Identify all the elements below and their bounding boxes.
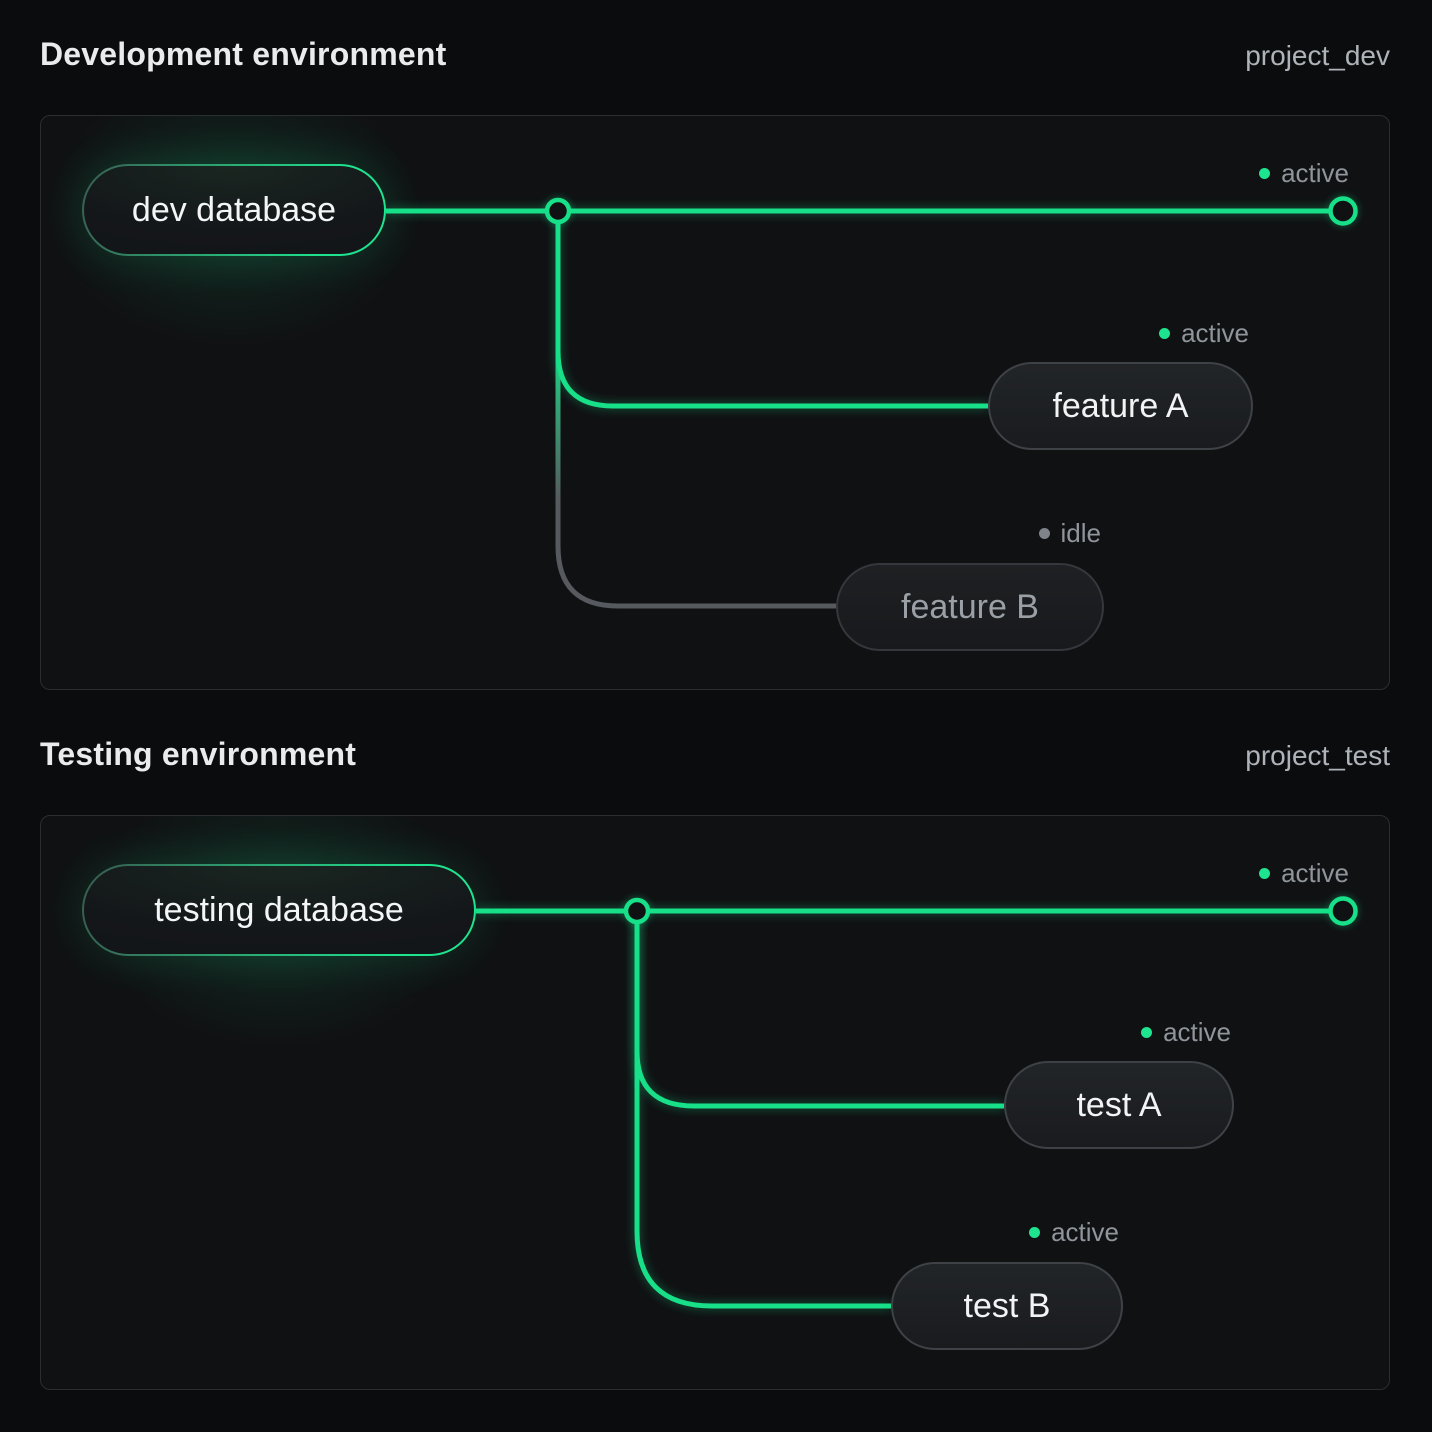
branch-line-test-b: [634, 911, 891, 1309]
status-dot-icon: [1159, 327, 1171, 339]
node-label: testing database: [84, 866, 474, 954]
page-title: Development environment: [40, 36, 447, 72]
node-test-b[interactable]: test B: [891, 1262, 1123, 1350]
node-label: test B: [963, 1286, 1051, 1325]
node-testing-database[interactable]: testing database: [82, 864, 476, 956]
status-dot-icon: [1259, 867, 1271, 879]
node-feature-b[interactable]: feature B: [836, 563, 1104, 651]
project-label: project_dev: [1245, 40, 1390, 71]
test-environment-header: Testing environment project_test: [40, 736, 1390, 782]
dev-branch-graph: [386, 196, 1358, 609]
page-title: Testing environment: [40, 736, 357, 772]
node-dev-database[interactable]: dev database: [82, 164, 386, 256]
branch-line-feature-b: [555, 211, 836, 609]
feature-b-status: idle: [1038, 517, 1101, 549]
status-dot-icon: [1141, 1026, 1153, 1038]
branch-endpoint-icon: [1328, 196, 1358, 226]
node-label: test A: [1076, 1085, 1162, 1124]
feature-a-status: active: [1159, 317, 1249, 349]
dev-environment-header: Development environment project_dev: [40, 36, 1390, 82]
test-environment-panel: testing database test A test B active ac…: [40, 815, 1390, 1390]
node-label: dev database: [84, 166, 384, 254]
node-feature-a[interactable]: feature A: [988, 362, 1253, 450]
branch-point-icon: [544, 197, 572, 225]
main-branch-status: active: [1259, 157, 1349, 189]
branch-endpoint-icon: [1328, 896, 1358, 926]
node-test-a[interactable]: test A: [1004, 1061, 1234, 1149]
node-label: feature B: [901, 587, 1039, 626]
dev-environment-panel: dev database feature A feature B active …: [40, 115, 1390, 690]
branch-point-icon: [623, 897, 651, 925]
main-branch-status: active: [1259, 857, 1349, 889]
test-b-status: active: [1029, 1216, 1119, 1248]
test-a-status: active: [1141, 1016, 1231, 1048]
branch-line-feature-a: [555, 211, 988, 409]
status-dot-icon: [1038, 527, 1050, 539]
test-branch-graph: [476, 896, 1358, 1309]
node-label: feature A: [1052, 386, 1189, 425]
status-dot-icon: [1029, 1226, 1041, 1238]
status-dot-icon: [1259, 167, 1271, 179]
branch-line-test-a: [634, 911, 1004, 1109]
project-label: project_test: [1245, 740, 1390, 771]
